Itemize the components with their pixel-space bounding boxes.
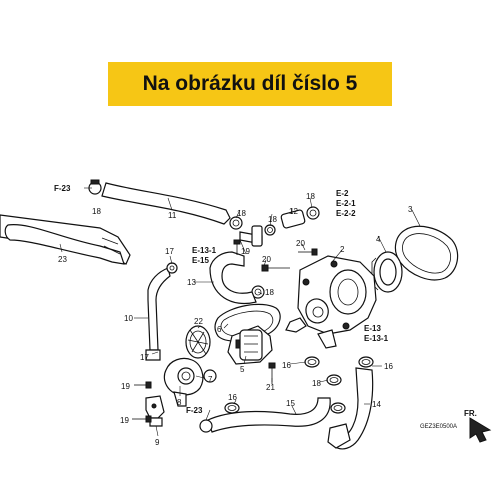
label-18-a: 18 <box>92 207 101 216</box>
bracket-9 <box>145 395 165 427</box>
label-18-e: 18 <box>265 288 274 297</box>
label-16-c: 16 <box>228 393 237 402</box>
label-13: 13 <box>187 278 196 287</box>
label-4: 4 <box>376 235 381 244</box>
label-18-c: 18 <box>268 215 277 224</box>
label-e131-a: E-13-1 <box>192 246 217 255</box>
label-2: 2 <box>340 245 345 254</box>
label-10: 10 <box>124 314 133 323</box>
label-9: 9 <box>155 438 160 447</box>
label-22: 22 <box>194 317 203 326</box>
label-fr: FR. <box>464 409 477 418</box>
label-17-b: 17 <box>140 353 149 362</box>
label-e13: E-13 <box>364 324 381 333</box>
label-16-b: 16 <box>384 362 393 371</box>
hose-14 <box>327 367 374 450</box>
thermostat-cover-7 <box>163 357 217 407</box>
title-banner: Na obrázku díl číslo 5 <box>108 62 392 106</box>
label-19-c: 19 <box>120 416 129 425</box>
label-e2: E-2 <box>336 189 349 198</box>
label-18-d: 18 <box>306 192 315 201</box>
label-15: 15 <box>286 399 295 408</box>
label-19-a: 19 <box>241 247 250 256</box>
label-18-f: 18 <box>312 379 321 388</box>
hose-11 <box>88 179 231 225</box>
label-12: 12 <box>289 207 298 216</box>
banner-title: Na obrázku díl číslo 5 <box>142 72 358 95</box>
seal-4 <box>371 251 403 293</box>
leader-lines <box>59 187 421 437</box>
label-20-b: 20 <box>296 239 305 248</box>
water-pump-body-2 <box>285 255 377 349</box>
gasket-22 <box>185 325 211 359</box>
label-7: 7 <box>208 375 213 384</box>
label-3: 3 <box>408 205 413 214</box>
pipe-12 <box>239 209 306 247</box>
part-labels: F-23 18 11 18 18 12 18 E-2 E-2-1 E-2-2 3… <box>54 184 477 447</box>
label-e22: E-2-2 <box>336 209 356 218</box>
label-20-a: 20 <box>262 255 271 264</box>
label-21: 21 <box>266 383 275 392</box>
clamps-16 <box>224 356 374 414</box>
label-e131-b: E-13-1 <box>364 334 389 343</box>
hose-13 <box>209 251 257 304</box>
label-18-b: 18 <box>237 209 246 218</box>
bolts <box>132 239 318 423</box>
label-e21: E-2-1 <box>336 199 356 208</box>
label-11: 11 <box>168 211 177 220</box>
label-17-a: 17 <box>165 247 174 256</box>
part-5-thermostat-housing <box>227 325 273 365</box>
label-e15: E-15 <box>192 256 209 265</box>
hose-23 <box>0 214 131 265</box>
label-8: 8 <box>177 398 182 407</box>
label-f23-bottom: F-23 <box>186 406 203 415</box>
hose-10 <box>145 262 178 361</box>
label-14: 14 <box>372 400 381 409</box>
front-direction-arrow <box>469 417 492 443</box>
diagram-code: GEZ3E0500A <box>420 424 457 430</box>
label-19-b: 19 <box>121 382 130 391</box>
o-ring-3 <box>394 225 459 281</box>
label-16-a: 16 <box>282 361 291 370</box>
label-5: 5 <box>240 365 245 374</box>
hose-15 <box>199 397 331 433</box>
label-6: 6 <box>217 325 222 334</box>
label-23: 23 <box>58 255 67 264</box>
label-f23-top: F-23 <box>54 184 71 193</box>
